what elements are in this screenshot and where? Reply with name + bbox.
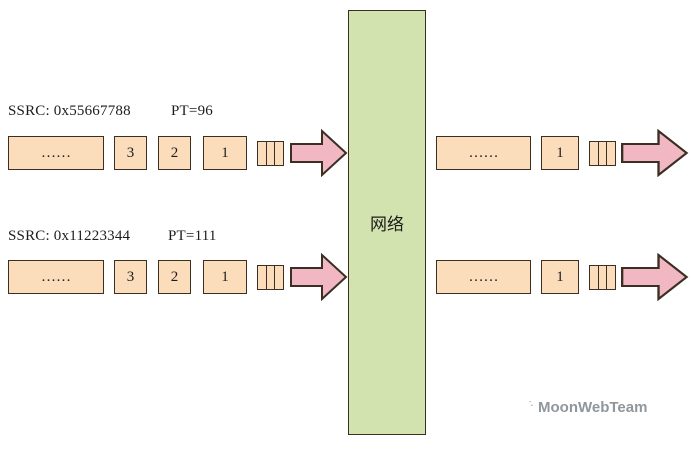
flow-arrow-icon [621,253,689,301]
packet-box-1: 1 [203,136,247,170]
packet-box-ellipsis: …… [436,136,531,170]
watermark-text: MoonWebTeam [538,398,648,416]
ssrc-label-stream2: SSRC: 0x11223344 [8,228,131,244]
packet-box-1: 1 [203,260,247,294]
packet-fragments [257,265,284,290]
pt-label-stream1: PT=96 [171,103,213,119]
moon-icon [520,399,533,415]
packet-box-2: 2 [158,260,191,294]
flow-arrow-icon [621,129,689,177]
packet-box-2: 2 [158,136,191,170]
packet-box-3: 3 [114,136,147,170]
watermark: MoonWebTeam [516,398,647,416]
packet-box-1: 1 [541,260,579,294]
flow-arrow-icon [290,253,348,301]
packet-box-ellipsis: …… [8,136,104,170]
packet-fragments [257,141,284,166]
packet-fragments [589,265,616,290]
flow-arrow-icon [290,129,348,177]
network-label: 网络 [370,215,404,234]
packet-box-ellipsis: …… [436,260,531,294]
network-block: 网络 [348,10,426,435]
packet-box-ellipsis: …… [8,260,104,294]
packet-box-3: 3 [114,260,147,294]
packet-box-1: 1 [541,136,579,170]
pt-label-stream2: PT=111 [168,228,217,244]
packet-fragments [589,141,616,166]
ssrc-label-stream1: SSRC: 0x55667788 [8,103,131,119]
